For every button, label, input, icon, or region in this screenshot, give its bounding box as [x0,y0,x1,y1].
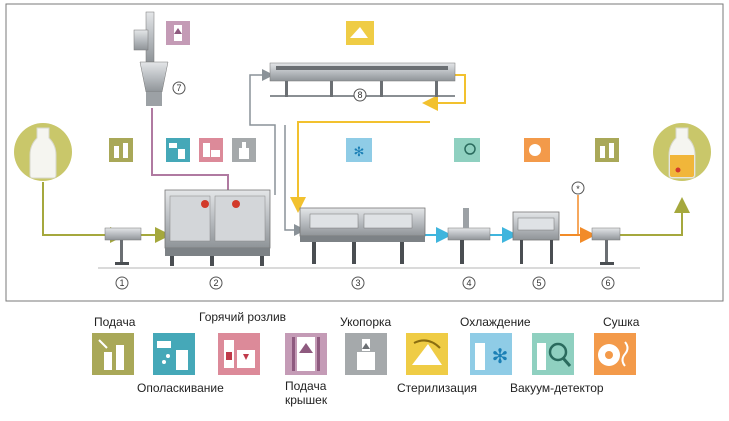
legend-cooling-icon: ✻ [470,333,512,375]
legend-sterilization-icon [406,333,448,375]
station-number-7: 7 [172,81,186,95]
detector-marker: * [571,181,585,195]
flow-infeed [42,182,126,243]
station-number-5: 5 [532,276,546,290]
rinse-icon-small [166,138,190,162]
hot-fill-icon-small [199,138,223,162]
machine-feet [115,240,614,266]
legend-hot-fill-label: Горячий розлив [199,310,287,324]
legend-cap-feed-label-2: крышек [285,393,328,407]
legend-feed-label: Подача [94,315,136,329]
vacuum-detector-machine [447,208,491,241]
feed-icon-small-left [109,138,133,162]
legend-cap-feed-icon [285,333,327,375]
legend-rinse-label: Ополаскивание [137,381,224,395]
svg-text:3: 3 [355,278,360,288]
flow-gray-up [249,69,276,195]
svg-text:1: 1 [119,278,124,288]
legend-capping-icon [345,333,387,375]
station-number-4: 4 [462,276,476,290]
station-number-2: 2 [209,276,223,290]
infeed-conveyor-machine [104,227,142,262]
dryer-machine [512,211,560,241]
svg-text:✻: ✻ [354,144,365,159]
legend-rinse-icon [153,333,195,375]
svg-text:7: 7 [176,83,181,93]
flow-yellow-loop [422,74,466,111]
legend-cap-feed-label-1: Подача [285,379,327,393]
sterilization-icon-small [346,21,374,45]
filler-capper-machine [164,189,271,256]
legend-hot-fill-icon [218,333,260,375]
capping-icon-small [232,138,256,162]
svg-text:2: 2 [213,278,218,288]
svg-text:✻: ✻ [492,346,509,368]
flow-gray-down [284,125,306,236]
svg-text:*: * [576,184,580,194]
vacuum-detector-icon-small [454,138,480,162]
legend-vacuum-detector-icon [532,333,574,375]
station-number-3: 3 [351,276,365,290]
station-number-1: 1 [115,276,129,290]
svg-text:4: 4 [466,278,471,288]
flow-cap-feed [151,108,229,192]
drying-icon-small [524,138,550,162]
cooling-tunnel-machine [299,207,426,242]
cap-sorter-machine [133,11,169,106]
cap-feed-icon-small [166,21,190,45]
svg-text:6: 6 [605,278,610,288]
feed-icon-small-right [595,138,619,162]
flow-outfeed [618,197,690,236]
cooling-icon-small: ✻ [346,138,372,162]
legend-vacuum-detector-label: Вакуум-детектор [510,381,604,395]
empty-bottle-icon [14,123,72,181]
station-number-6: 6 [601,276,615,290]
legend-capping-label: Укопорка [340,315,392,329]
outfeed-conveyor-machine [591,227,621,262]
filled-bottle-icon [653,123,711,181]
legend-drying-label: Сушка [603,315,640,329]
legend-sterilization-label: Стерилизация [397,381,478,395]
svg-text:5: 5 [536,278,541,288]
svg-text:8: 8 [357,90,362,100]
legend-drying-icon [594,333,636,375]
legend-feed-icon [92,333,134,375]
legend-cooling-label: Охлаждение [460,315,531,329]
station-number-8: 8 [353,88,367,102]
flow-yellow-return [290,121,430,213]
